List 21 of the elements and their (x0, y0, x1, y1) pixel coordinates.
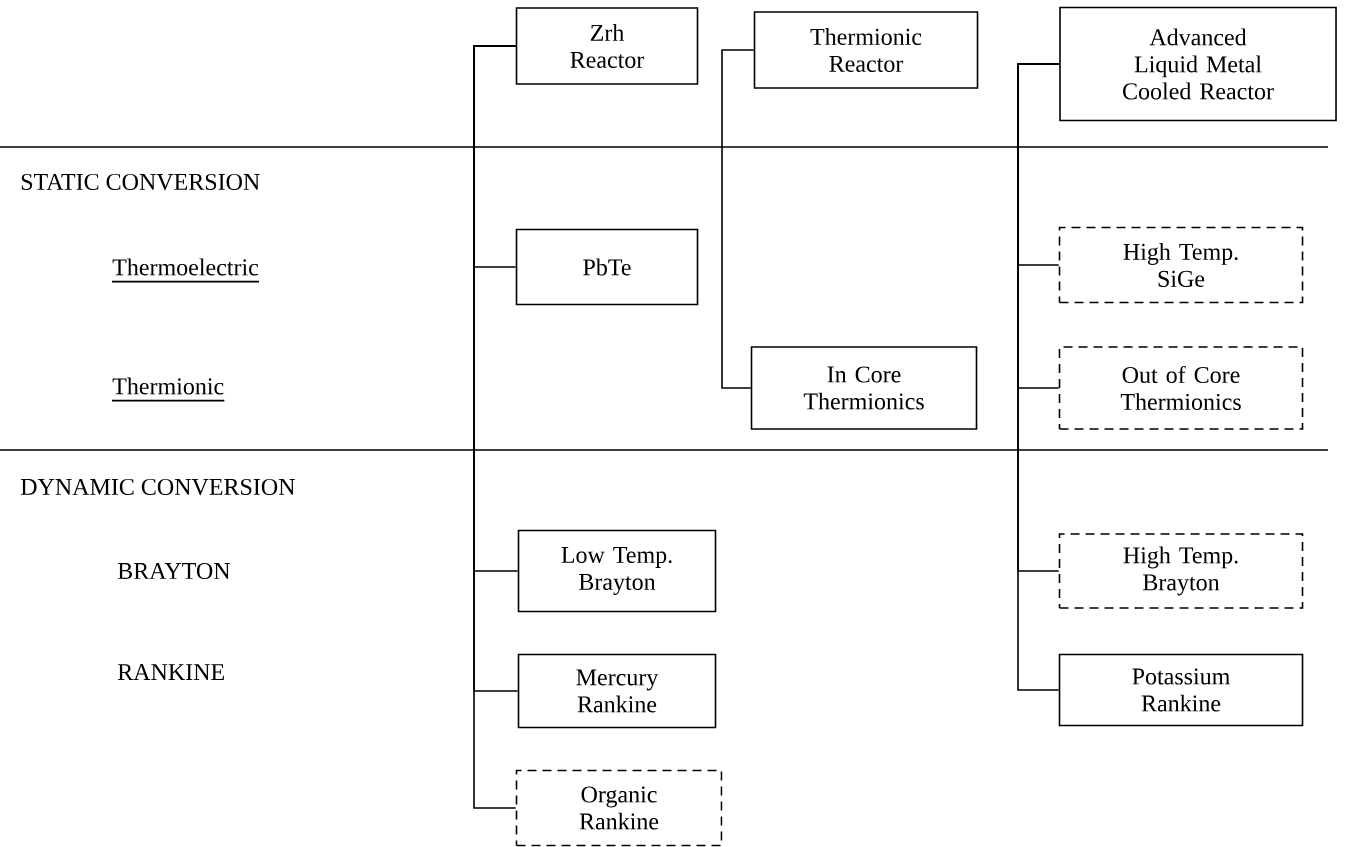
process-box: Mercury Rankine (517, 653, 717, 729)
section-heading: DYNAMIC CONVERSION (20, 478, 295, 496)
connector-line (473, 45, 517, 809)
process-box: Zrh Reactor (515, 7, 699, 85)
process-box: High Temp. Brayton (1058, 533, 1304, 609)
process-box: Out of Core Thermionics (1058, 346, 1304, 430)
underlined-heading: Thermoelectric (111, 258, 260, 283)
process-box: High Temp. SiGe (1058, 226, 1304, 304)
process-box: Organic Rankine (515, 769, 723, 847)
section-heading: RANKINE (117, 664, 224, 680)
process-box: In Core Thermionics (750, 346, 978, 430)
connector-line (1017, 63, 1060, 691)
connector-line (721, 49, 755, 389)
process-box: PbTe (515, 228, 699, 306)
section-heading: STATIC CONVERSION (21, 173, 260, 191)
process-box: Thermionic Reactor (753, 11, 979, 89)
section-heading: BRAYTON (117, 562, 231, 580)
process-box: Low Temp. Brayton (517, 529, 717, 613)
process-box: Potassium Rankine (1058, 653, 1304, 727)
underlined-heading: Thermionic (111, 377, 226, 402)
process-box: Advanced Liquid Metal Cooled Reactor (1059, 6, 1337, 122)
